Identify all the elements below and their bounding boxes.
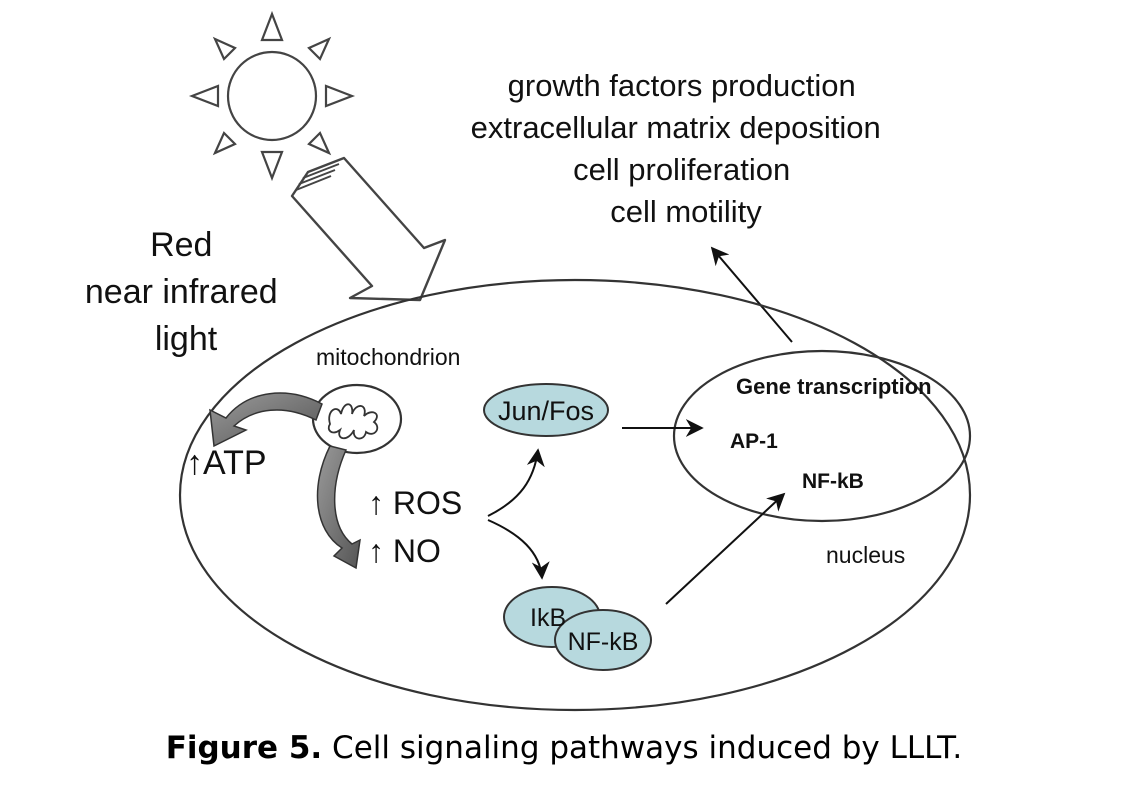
ikb-label: IkB bbox=[530, 604, 566, 632]
junfos-node bbox=[483, 383, 609, 437]
atp-label: ↑ATP bbox=[186, 444, 267, 482]
ros-label: ↑ ROS bbox=[368, 485, 462, 521]
ap1-label: AP-1 bbox=[730, 430, 778, 453]
mitochondrion-icon bbox=[311, 383, 403, 455]
light-label: Red near infrared light bbox=[85, 226, 287, 358]
ros-to-ikb-arrow bbox=[487, 519, 550, 580]
outcomes-list: growth factors production extracellular … bbox=[471, 68, 890, 229]
nucleus-label: nucleus bbox=[826, 542, 905, 568]
cell-membrane bbox=[178, 278, 972, 712]
gene-transcription-label: Gene transcription bbox=[736, 374, 932, 399]
outcome-arrow bbox=[710, 246, 793, 343]
caption-text: Cell signaling pathways induced by LLLT. bbox=[322, 730, 963, 766]
ros-to-junfos-arrow bbox=[487, 448, 545, 517]
figure-caption: Figure 5. Cell signaling pathways induce… bbox=[0, 730, 1128, 766]
nfkb-label: NF-kB bbox=[802, 470, 864, 493]
no-label: ↑ NO bbox=[368, 533, 441, 569]
mitochondrion-label: mitochondrion bbox=[316, 344, 460, 370]
atp-curved-arrow-icon bbox=[209, 392, 323, 448]
light-beam-arrow-icon bbox=[290, 156, 447, 302]
nfkb-complex-label: NF-kB bbox=[568, 628, 639, 656]
nucleus bbox=[672, 349, 972, 523]
nfkb-complex-node bbox=[554, 609, 652, 671]
sun-icon bbox=[188, 10, 356, 182]
nfkb-to-nucleus-arrow bbox=[665, 492, 786, 605]
ros-curved-arrow-icon bbox=[316, 445, 361, 570]
caption-prefix: Figure 5. bbox=[165, 730, 323, 766]
junfos-label: Jun/Fos bbox=[498, 396, 594, 426]
